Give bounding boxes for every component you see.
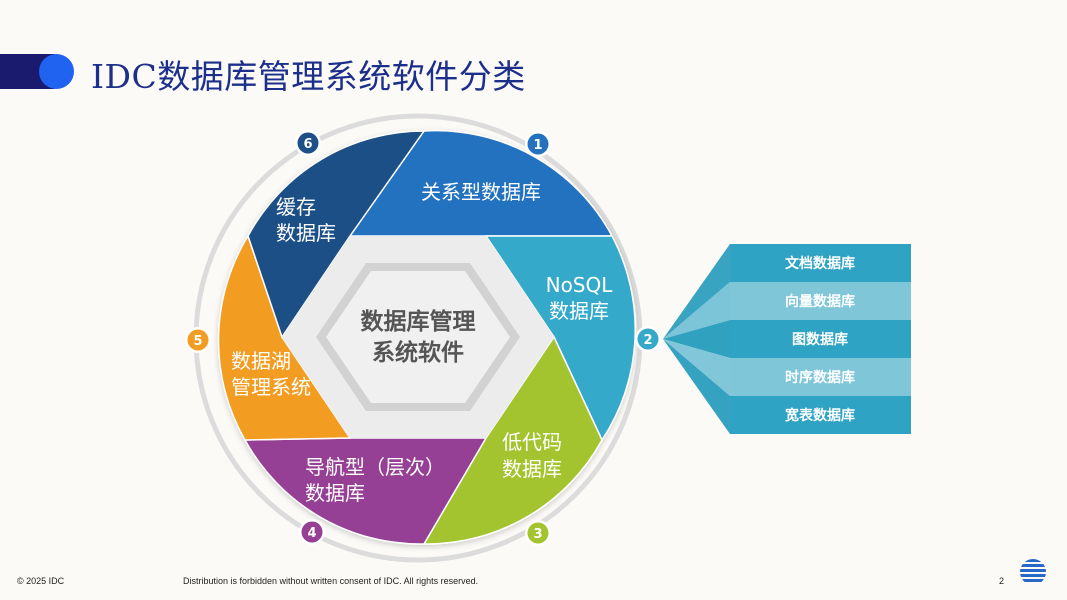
nosql-subtype-label: 文档数据库 (785, 255, 855, 272)
nosql-subtype-box (730, 358, 911, 396)
nosql-subtype-box (730, 396, 911, 434)
page-title: IDC数据库管理系统软件分类 (91, 57, 526, 96)
segment-2 (484, 235, 636, 442)
nosql-fan-ray (663, 339, 730, 434)
badge-4-number: 4 (307, 526, 316, 541)
badge-6 (297, 132, 319, 154)
nosql-subtype-label: 时序数据库 (785, 369, 855, 386)
badge-1-number: 1 (533, 138, 542, 153)
badge-6-number: 6 (303, 137, 312, 152)
segment-3-label-line1: 低代码 (502, 430, 562, 454)
badge-3 (527, 522, 549, 544)
segment-5 (217, 234, 352, 441)
segment-5-label-line2: 管理系统 (231, 375, 311, 399)
center-label-line2: 系统软件 (372, 339, 464, 366)
idc-globe-icon (1020, 559, 1046, 582)
nosql-subtype-label: 宽表数据库 (785, 407, 855, 424)
nosql-subtype-box (730, 244, 911, 282)
badge-1 (527, 133, 549, 155)
segment-1-label-line1: 关系型数据库 (421, 180, 541, 204)
segment-4-label-line1: 导航型（层次） (305, 455, 445, 479)
footer-disclaimer: Distribution is forbidden without writte… (183, 576, 479, 586)
badge-3-number: 3 (533, 527, 542, 542)
badge-5-number: 5 (193, 334, 202, 349)
segment-2-label-line2: 数据库 (549, 299, 609, 323)
nosql-fan-ray (663, 244, 730, 339)
badge-5 (187, 329, 209, 351)
center-hexagon-inner (326, 271, 510, 403)
segment-6-label-line2: 数据库 (276, 221, 336, 245)
nosql-subtype-box (730, 282, 911, 320)
footer-copyright: © 2025 IDC (17, 576, 65, 586)
segment-1 (348, 129, 614, 237)
badge-2-number: 2 (643, 333, 652, 348)
segment-4 (243, 437, 488, 545)
title-accent (0, 54, 74, 89)
footer-page-number: 2 (999, 576, 1005, 586)
nosql-subtype-label: 图数据库 (792, 331, 848, 348)
segment-6 (247, 130, 426, 339)
segment-3-label-line2: 数据库 (502, 457, 562, 481)
segment-4-label-line2: 数据库 (305, 481, 365, 505)
segment-6-label-line1: 缓存 (276, 195, 316, 219)
nosql-subtype-label: 向量数据库 (785, 293, 855, 310)
segment-2-label-line1: NoSQL (546, 273, 614, 297)
nosql-subtype-box (730, 320, 911, 358)
badge-4 (301, 521, 323, 543)
center-label-line1: 数据库管理 (361, 308, 476, 335)
title-accent-dot (39, 54, 74, 89)
badge-2 (637, 328, 659, 350)
segment-3 (422, 335, 603, 545)
segment-5-label-line1: 数据湖 (231, 349, 291, 373)
nosql-fan-ray (663, 320, 730, 358)
